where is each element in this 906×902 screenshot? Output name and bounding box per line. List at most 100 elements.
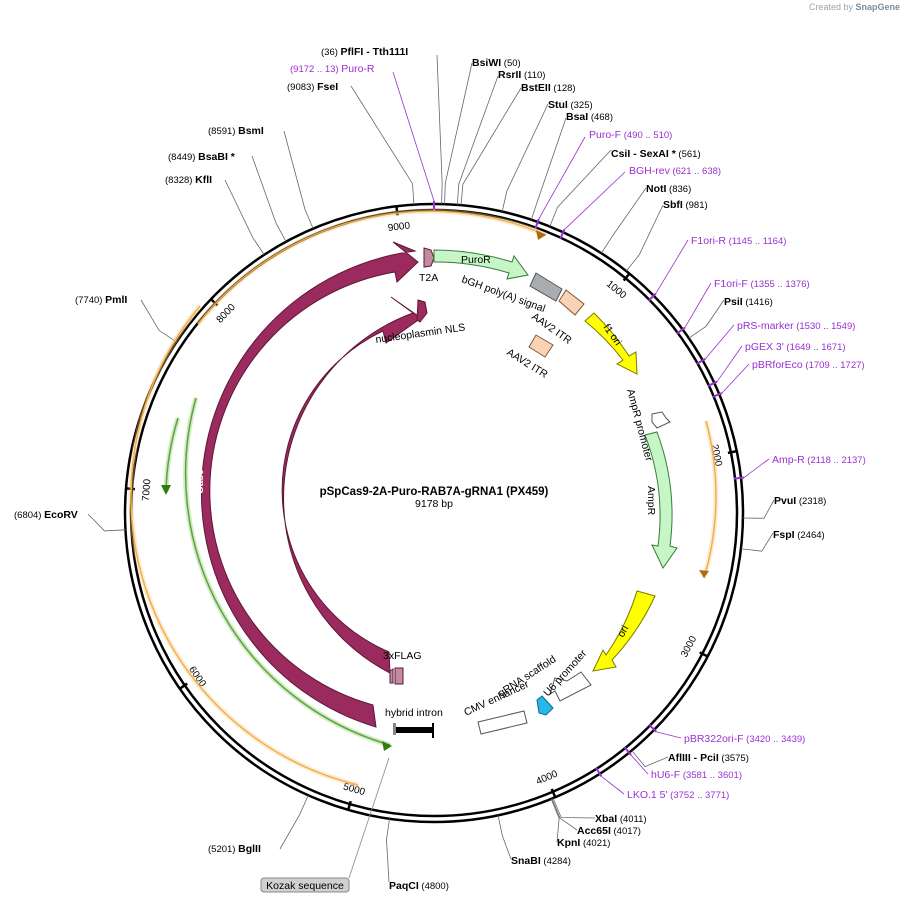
- enzyme-leader: [283, 130, 314, 229]
- tick-mark: [179, 682, 188, 690]
- f1ori-arrow: [584, 312, 638, 375]
- credit-brand: SnapGene: [855, 2, 900, 12]
- kozak-box: [260, 877, 350, 893]
- tick-mark: [699, 651, 709, 658]
- tick-mark: [550, 788, 557, 798]
- enzyme-label: (8591) BsmI: [208, 125, 264, 137]
- ori-arrow: [592, 590, 656, 672]
- primer-label: (9172 .. 13) Puro-R: [290, 63, 375, 75]
- cas9-inner-arrow: [281, 296, 422, 674]
- primer-marks: [433, 201, 745, 777]
- hybrid-intron-bar: [396, 727, 432, 733]
- orange-arc-right-glow: [701, 420, 719, 579]
- tick-mark: [210, 298, 219, 307]
- primer-label: pBR322ori-F (3420 .. 3439): [684, 733, 805, 745]
- enzyme-leader: [631, 750, 669, 768]
- aav2-itr-block-2: [528, 334, 554, 358]
- u6-promoter-arrow: [549, 671, 592, 702]
- orange-arc-left: [130, 305, 359, 786]
- tick-label: 3000: [679, 634, 699, 659]
- orange-arrowhead-right: [699, 570, 709, 578]
- leader-lines: [87, 54, 775, 883]
- primer-leader: [743, 458, 770, 478]
- label-puror: PuroR: [461, 254, 491, 266]
- enzyme-label: (7740) PmlI: [75, 294, 127, 306]
- primer-mark: [559, 229, 566, 240]
- enzyme-label: (6804) EcoRV: [14, 509, 78, 521]
- primer-mark: [595, 767, 603, 777]
- cas9-outer-arrow: [201, 241, 419, 728]
- primer-label: pGEX 3' (1649 .. 1671): [745, 341, 846, 353]
- primer-label: pRS-marker (1530 .. 1549): [737, 320, 855, 332]
- kozak-label: Kozak sequence: [266, 880, 344, 892]
- tick-label: 9000: [387, 220, 411, 234]
- tick-label: 7000: [141, 478, 154, 501]
- enzyme-label: SnaBI (4284): [511, 855, 571, 867]
- enzyme-leader: [501, 103, 549, 212]
- enzyme-leader: [386, 818, 390, 883]
- enzyme-leader: [601, 187, 647, 254]
- enzyme-label: PvuI (2318): [774, 495, 826, 507]
- primer-label: Amp-R (2118 .. 2137): [772, 454, 866, 466]
- bgh-block: [529, 272, 563, 302]
- enzyme-leader: [251, 155, 287, 242]
- primer-leader: [704, 324, 735, 360]
- tick-mark: [727, 449, 737, 455]
- orange-arrowhead-top: [536, 230, 546, 240]
- primer-label: F1ori-F (1355 .. 1376): [714, 278, 810, 290]
- label-flag: 3xFLAG: [383, 650, 422, 662]
- ampr-arrow: [644, 431, 678, 569]
- enzyme-leader: [87, 513, 126, 532]
- enzyme-label: BstEII (128): [521, 82, 576, 94]
- primer-leader: [564, 171, 626, 230]
- primer-leader: [656, 731, 682, 739]
- primer-mark: [712, 392, 723, 398]
- primer-mark: [648, 724, 658, 733]
- credit-prefix: Created by: [808, 2, 853, 12]
- primer-label: LKO.1 5' (3752 .. 3771): [627, 789, 729, 801]
- enzyme-label: PsiI (1416): [724, 296, 773, 308]
- primer-label: Puro-F (490 .. 510): [589, 129, 672, 141]
- enzyme-label: AflIII - PciI (3575): [668, 752, 749, 764]
- tick-mark: [622, 272, 631, 282]
- tick-mark: [346, 800, 352, 811]
- plasmid-size: 9178 bp: [415, 498, 453, 510]
- label-t2a: T2A: [419, 272, 438, 284]
- flag-stub: [389, 668, 394, 684]
- enzyme-leader: [279, 795, 309, 850]
- primer-label: F1ori-R (1145 .. 1164): [691, 235, 786, 247]
- primer-mark: [647, 292, 657, 302]
- enzyme-leader: [497, 815, 512, 860]
- enzyme-leader: [740, 532, 774, 552]
- label-cas9-inner: Cas9: [246, 472, 258, 497]
- enzyme-label: SbfI (981): [663, 199, 708, 211]
- enzyme-leader: [350, 85, 415, 205]
- nls-arrow: [416, 299, 428, 323]
- enzyme-label: BsiWI (50): [472, 57, 521, 69]
- label-cas9-outer: Cas9: [194, 469, 206, 494]
- primer-mark: [733, 476, 745, 480]
- enzyme-leader: [551, 798, 578, 831]
- enzyme-leader: [456, 75, 499, 205]
- green-arc-outer-glow: [183, 397, 391, 748]
- label-ampr: AmpR: [645, 486, 657, 516]
- orange-arc-top: [197, 210, 547, 325]
- primer-leader: [684, 282, 712, 328]
- puror-arrow: [433, 249, 529, 280]
- grna-scaffold-arrow: [536, 695, 554, 716]
- green-arrowhead-outer: [382, 741, 392, 751]
- enzyme-label: (8328) KflI: [165, 174, 212, 186]
- enzyme-leader: [550, 798, 560, 843]
- enzyme-label: RsrII (110): [498, 69, 545, 81]
- primer-leader: [721, 363, 750, 394]
- aav2-itr-block-1: [558, 289, 585, 316]
- enzyme-label: (5201) BglII: [208, 843, 261, 855]
- primer-mark: [707, 380, 718, 387]
- orange-arc-right: [703, 420, 717, 579]
- primer-mark: [623, 746, 632, 756]
- enzyme-leader: [224, 179, 265, 256]
- primer-leader: [655, 239, 689, 294]
- tick-label: 1000: [604, 279, 629, 302]
